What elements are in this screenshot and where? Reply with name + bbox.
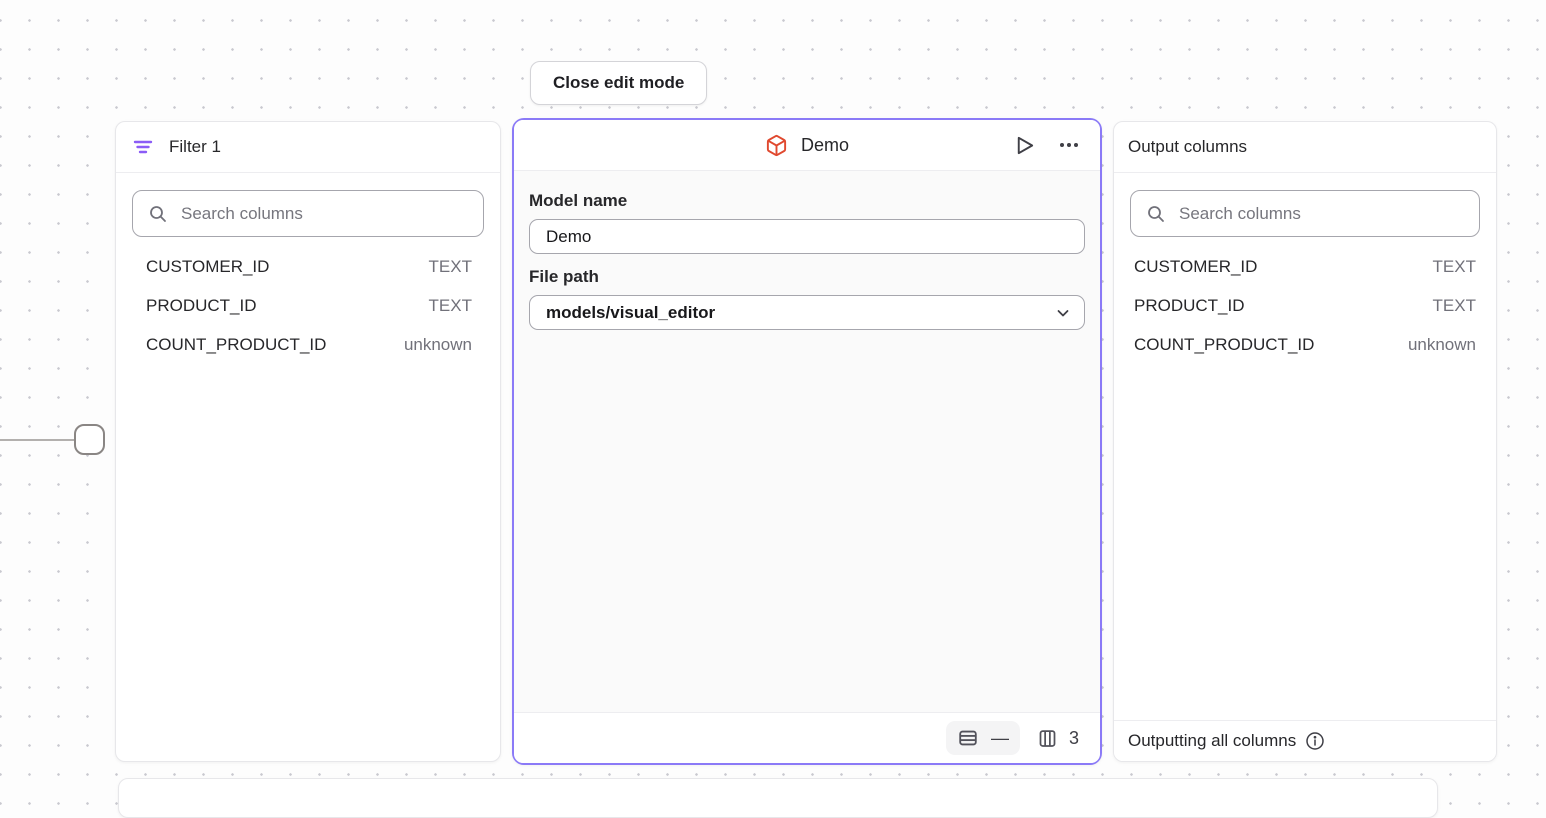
table-rows-icon bbox=[957, 727, 979, 749]
row-count-value: — bbox=[990, 727, 1009, 748]
column-name: PRODUCT_ID bbox=[1134, 295, 1245, 315]
column-name: PRODUCT_ID bbox=[146, 295, 257, 315]
filter-search-box[interactable] bbox=[132, 190, 484, 237]
column-count-stat[interactable]: 3 bbox=[1037, 728, 1079, 749]
filter-search-input[interactable] bbox=[181, 203, 468, 224]
row-count-stat[interactable]: — bbox=[945, 721, 1020, 755]
output-panel-header: Output columns bbox=[1114, 122, 1496, 173]
model-node-panel: Demo Model name File path bbox=[512, 118, 1102, 765]
column-type: TEXT bbox=[428, 256, 472, 276]
model-panel-body: Model name File path models/visual_edito… bbox=[514, 171, 1100, 343]
close-edit-mode-button[interactable]: Close edit mode bbox=[530, 61, 708, 105]
model-panel-footer: — 3 bbox=[514, 712, 1100, 763]
column-name: COUNT_PRODUCT_ID bbox=[146, 334, 327, 354]
output-panel-title: Output columns bbox=[1128, 137, 1248, 156]
column-type: TEXT bbox=[428, 295, 472, 315]
model-name-input[interactable] bbox=[529, 219, 1085, 254]
filter-icon bbox=[132, 136, 154, 158]
column-row[interactable]: COUNT_PRODUCT_ID unknown bbox=[116, 325, 500, 364]
model-name-label: Model name bbox=[529, 191, 628, 210]
output-panel-footer: Outputting all columns bbox=[1114, 720, 1496, 761]
file-path-label: File path bbox=[529, 267, 599, 286]
edge-connector-line bbox=[0, 439, 76, 441]
model-cube-icon bbox=[765, 134, 788, 157]
model-header-actions bbox=[1013, 120, 1081, 170]
model-title-group: Demo bbox=[514, 120, 1100, 170]
output-footer-text: Outputting all columns bbox=[1128, 731, 1297, 750]
model-panel-header: Demo bbox=[514, 120, 1100, 171]
filter-node-panel: Filter 1 CUSTOMER_ID TEXT PRODUCT_ID TEX… bbox=[115, 121, 501, 762]
output-search-box[interactable] bbox=[1130, 190, 1480, 237]
column-row[interactable]: PRODUCT_ID TEXT bbox=[116, 286, 500, 325]
info-icon[interactable] bbox=[1305, 731, 1325, 751]
column-row[interactable]: CUSTOMER_ID TEXT bbox=[1114, 247, 1496, 286]
column-type: TEXT bbox=[1432, 295, 1476, 315]
edge-connector-handle[interactable] bbox=[74, 424, 105, 455]
output-columns-panel: Output columns CUSTOMER_ID TEXT PRODUCT_… bbox=[1113, 121, 1497, 762]
table-columns-icon bbox=[1037, 728, 1058, 749]
filter-panel-header: Filter 1 bbox=[116, 122, 500, 173]
column-type: unknown bbox=[403, 334, 472, 354]
play-icon bbox=[1013, 134, 1036, 157]
search-icon bbox=[148, 204, 168, 224]
filter-panel-title: Filter 1 bbox=[169, 137, 221, 156]
output-search-input[interactable] bbox=[1179, 203, 1464, 224]
column-type: TEXT bbox=[1432, 256, 1476, 276]
run-model-button[interactable] bbox=[1013, 134, 1036, 157]
chevron-down-icon bbox=[1055, 305, 1071, 321]
filter-column-list: CUSTOMER_ID TEXT PRODUCT_ID TEXT COUNT_P… bbox=[116, 247, 500, 364]
output-column-list: CUSTOMER_ID TEXT PRODUCT_ID TEXT COUNT_P… bbox=[1114, 247, 1496, 364]
ellipsis-icon bbox=[1057, 133, 1081, 157]
file-path-value: models/visual_editor bbox=[546, 302, 716, 322]
model-panel-title: Demo bbox=[800, 134, 849, 155]
column-type: unknown bbox=[1407, 334, 1476, 354]
file-path-select[interactable]: models/visual_editor bbox=[529, 295, 1085, 330]
column-row[interactable]: PRODUCT_ID TEXT bbox=[1114, 286, 1496, 325]
column-name: CUSTOMER_ID bbox=[146, 256, 270, 276]
column-count-value: 3 bbox=[1068, 727, 1079, 748]
column-name: COUNT_PRODUCT_ID bbox=[1134, 334, 1315, 354]
more-options-button[interactable] bbox=[1057, 133, 1081, 157]
bottom-cropped-panel bbox=[118, 778, 1438, 818]
search-icon bbox=[1146, 204, 1166, 224]
column-row[interactable]: COUNT_PRODUCT_ID unknown bbox=[1114, 325, 1496, 364]
column-name: CUSTOMER_ID bbox=[1134, 256, 1258, 276]
column-row[interactable]: CUSTOMER_ID TEXT bbox=[116, 247, 500, 286]
